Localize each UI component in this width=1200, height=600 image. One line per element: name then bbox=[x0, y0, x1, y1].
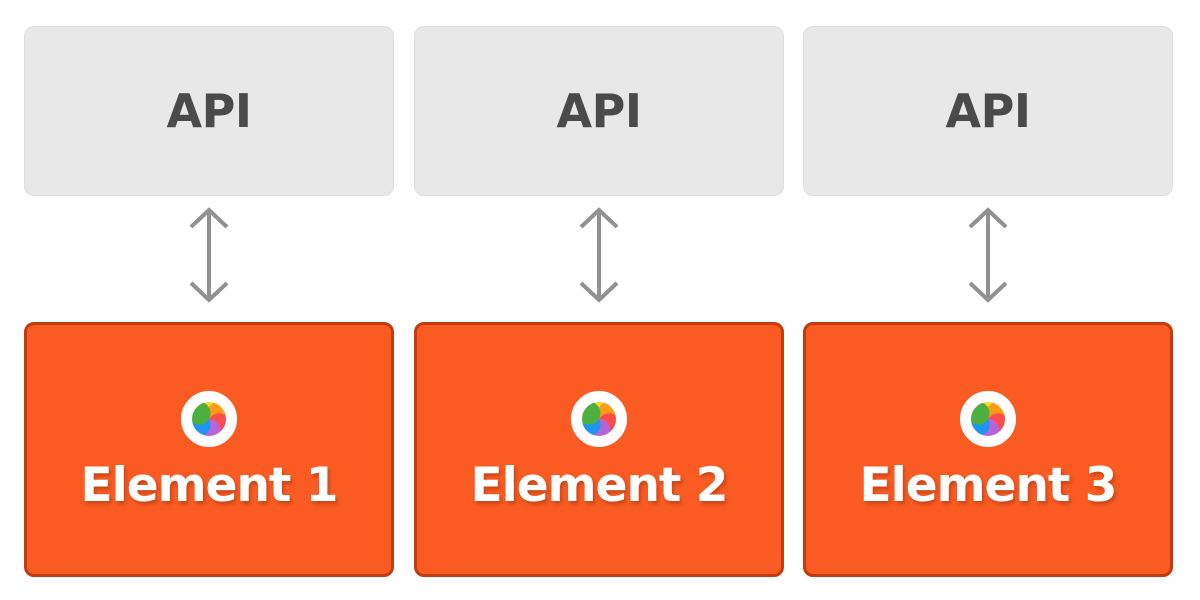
diagram-column: API bbox=[414, 0, 786, 600]
diagram-column: API bbox=[803, 0, 1175, 600]
bidirectional-arrow-icon bbox=[569, 205, 629, 305]
pinwheel-logo-icon bbox=[958, 388, 1018, 449]
diagram-column: API bbox=[24, 0, 396, 600]
bidirectional-arrow-icon bbox=[179, 205, 239, 305]
element-node[interactable]: Element 2 bbox=[414, 322, 784, 577]
api-node-label: API bbox=[945, 84, 1031, 138]
api-node[interactable]: API bbox=[24, 26, 394, 196]
element-node-label: Element 3 bbox=[859, 457, 1118, 513]
api-node-label: API bbox=[166, 84, 252, 138]
pinwheel-logo-icon bbox=[569, 388, 629, 449]
element-node[interactable]: Element 3 bbox=[803, 322, 1173, 577]
element-node-label: Element 1 bbox=[80, 457, 339, 513]
bidirectional-arrow-icon bbox=[958, 205, 1018, 305]
element-node-label: Element 2 bbox=[470, 457, 729, 513]
pinwheel-logo-icon bbox=[179, 388, 239, 449]
element-node[interactable]: Element 1 bbox=[24, 322, 394, 577]
api-node[interactable]: API bbox=[803, 26, 1173, 196]
api-node[interactable]: API bbox=[414, 26, 784, 196]
api-node-label: API bbox=[556, 84, 642, 138]
